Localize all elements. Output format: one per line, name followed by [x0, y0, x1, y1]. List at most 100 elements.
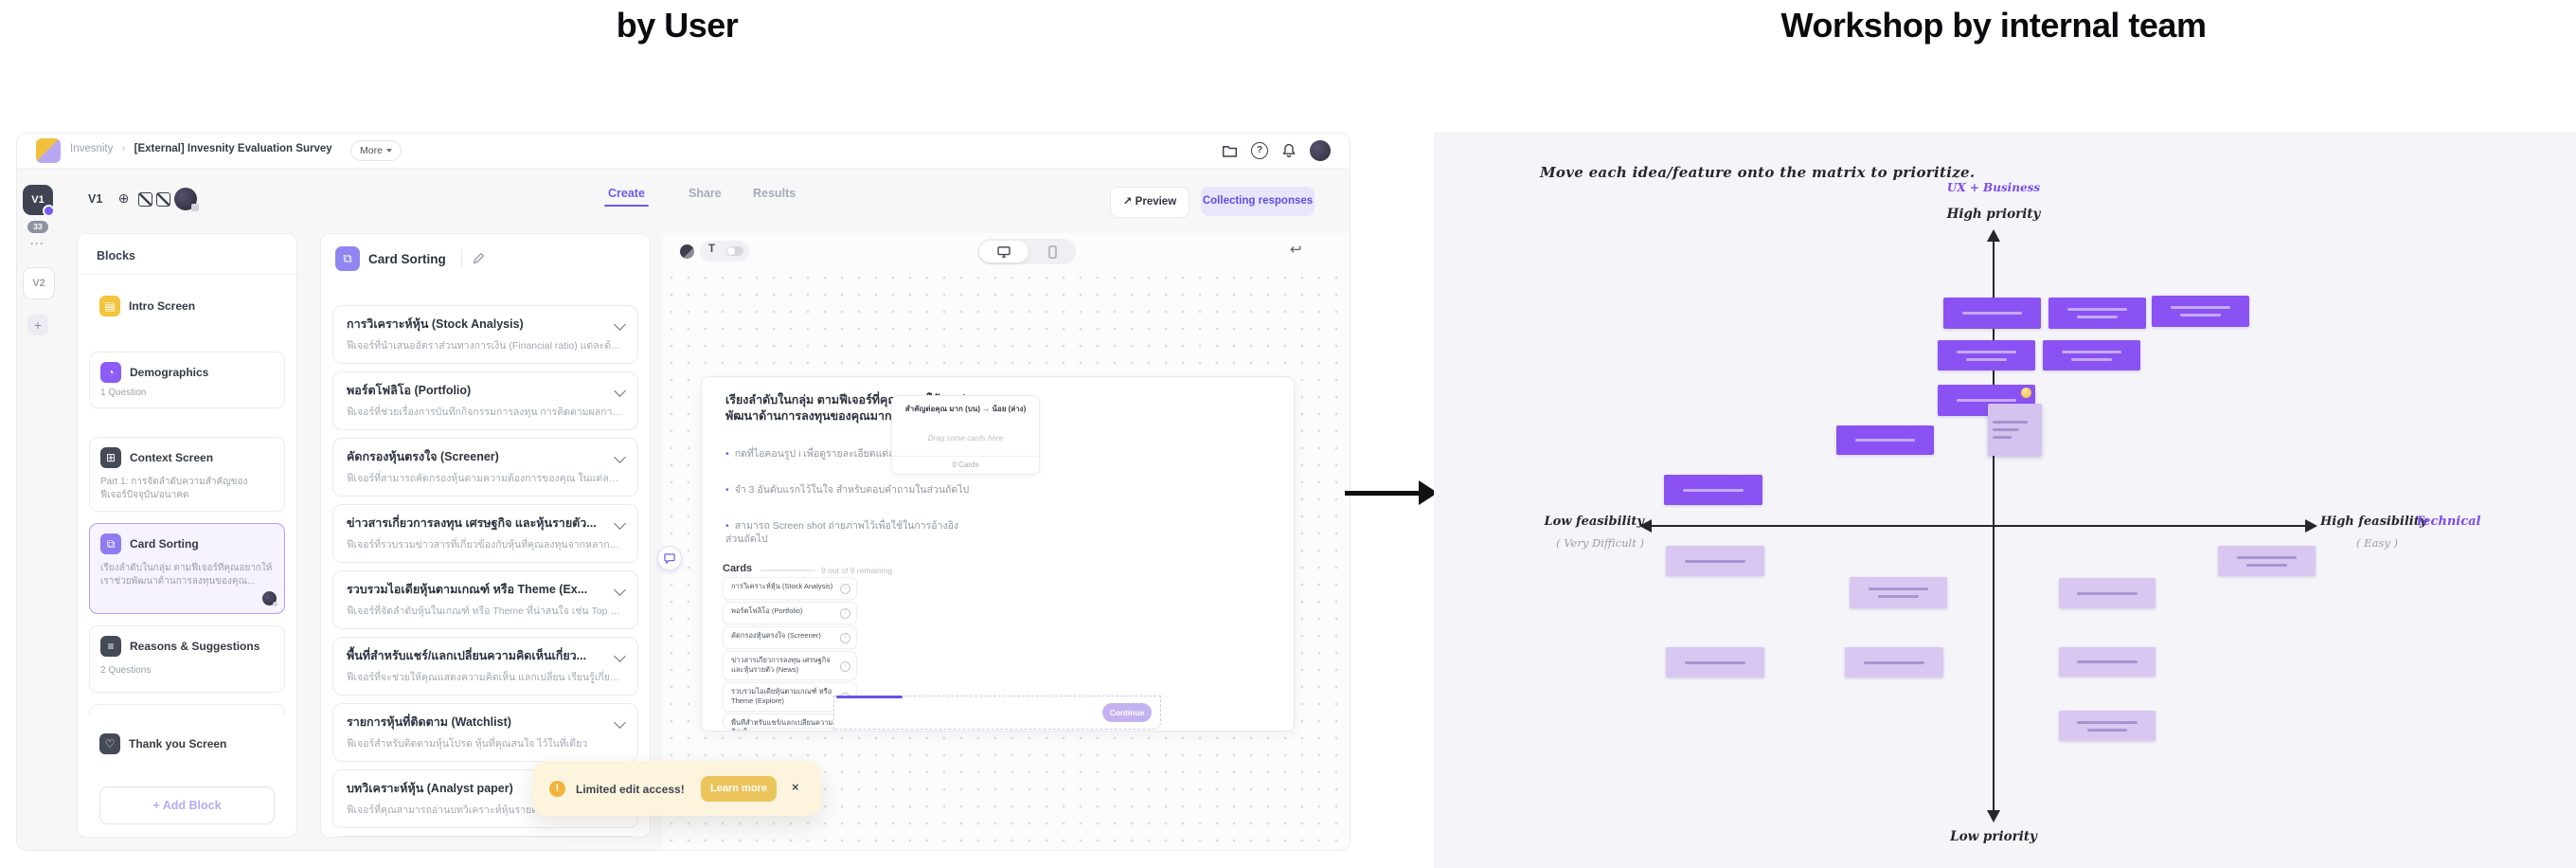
- heading-by-user: by User: [616, 6, 739, 45]
- tab-share[interactable]: Share: [689, 187, 722, 200]
- arrowhead-left: [1639, 519, 1652, 533]
- block-label: Intro Screen: [129, 299, 196, 313]
- sort-card-partial[interactable]: [332, 836, 638, 837]
- sticky-note[interactable]: [2059, 578, 2156, 608]
- learn-more-button[interactable]: Learn more: [701, 776, 777, 802]
- block-label: Reasons & Suggestions: [130, 640, 260, 653]
- version-v2-tile[interactable]: V2: [23, 267, 55, 299]
- sticky-note[interactable]: [1666, 647, 1764, 678]
- sticky-note[interactable]: [1845, 647, 1943, 678]
- draggable-card-label: คัดกรองหุ้นตรงใจ (Screener): [731, 631, 821, 640]
- sort-card[interactable]: การวิเคราะห์หุ้น (Stock Analysis)ฟีเจอร์…: [332, 305, 638, 364]
- cards-remaining-count: 9 out of 9 remaining: [821, 566, 893, 575]
- block-reasons-suggestions[interactable]: ≡ Reasons & Suggestions 2 Questions: [89, 625, 285, 693]
- sort-card[interactable]: ข่าวสารเกี่ยวการลงทุน เศรษฐกิจ และหุ้นรา…: [332, 504, 638, 563]
- chevron-down-icon[interactable]: [614, 385, 626, 397]
- sort-card[interactable]: รวบรวมไอเดียหุ้นตามเกณฑ์ หรือ Theme (Ex.…: [332, 570, 638, 629]
- sticky-note[interactable]: [2152, 296, 2249, 327]
- desktop-icon[interactable]: [979, 241, 1029, 262]
- info-icon[interactable]: i: [840, 660, 850, 672]
- draggable-card[interactable]: คัดกรองหุ้นตรงใจ (Screener) i: [723, 626, 857, 649]
- image-off-icon[interactable]: [138, 192, 152, 207]
- sort-card[interactable]: พื้นที่สำหรับแชร์/แลกเปลี่ยนความคิดเห็นเ…: [332, 637, 638, 696]
- preview-button[interactable]: ↗ Preview: [1110, 187, 1190, 218]
- sticky-note[interactable]: [1664, 475, 1762, 505]
- version-rail: V1 33 ··· V2 +: [23, 185, 64, 335]
- mobile-icon[interactable]: [1029, 239, 1076, 264]
- close-icon[interactable]: ×: [792, 780, 799, 794]
- lightbulb-icon: [2021, 388, 2031, 398]
- sticky-note[interactable]: [2059, 711, 2156, 741]
- tab-create[interactable]: Create: [604, 187, 649, 207]
- toggle-switch[interactable]: [726, 246, 743, 256]
- collaborator-avatar[interactable]: [174, 188, 199, 211]
- ranking-dropzone[interactable]: สำคัญต่อคุณ มาก (บน) → น้อย (ล่าง) Drag …: [891, 395, 1040, 475]
- chevron-down-icon[interactable]: [614, 517, 626, 530]
- device-toggle[interactable]: [977, 239, 1076, 264]
- continue-button[interactable]: Continue: [1102, 703, 1152, 722]
- card-title: การวิเคราะห์หุ้น (Stock Analysis): [347, 317, 524, 331]
- user-avatar[interactable]: [1310, 140, 1331, 161]
- preview-bullet: สามารถ Screen shot ถ่ายภาพไว้เพื่อใช้ในก…: [725, 519, 974, 546]
- add-block-button[interactable]: + Add Block: [99, 787, 275, 824]
- chevron-down-icon[interactable]: [614, 716, 626, 729]
- sticky-note[interactable]: [1666, 546, 1764, 576]
- globe-icon[interactable]: ⊕: [117, 190, 130, 206]
- sticky-note[interactable]: [2059, 647, 2156, 677]
- block-intro-screen[interactable]: ▤ Intro Screen: [89, 286, 283, 326]
- theme-icon[interactable]: [680, 244, 694, 259]
- sticky-note[interactable]: [1938, 340, 2035, 371]
- version-v1-tile[interactable]: V1: [23, 185, 55, 217]
- tab-results[interactable]: Results: [753, 187, 796, 200]
- app-logo[interactable]: [36, 138, 61, 163]
- bell-icon[interactable]: [1281, 143, 1297, 158]
- card-desc: ฟีเจอร์ที่สามารถคัดกรองหุ้นตามความต้องกา…: [347, 473, 623, 484]
- breadcrumb-document[interactable]: [External] Invesnity Evaluation Survey: [134, 143, 332, 154]
- sticky-note[interactable]: [1850, 577, 1947, 608]
- comment-bubble-button[interactable]: [657, 546, 682, 570]
- folder-icon[interactable]: [1222, 144, 1238, 158]
- block-context-screen[interactable]: ⊞ Context Screen Part 1: การจัดลำดับความ…: [89, 437, 285, 512]
- sticky-note[interactable]: [1836, 425, 1934, 455]
- block-card-sorting[interactable]: ⧉ Card Sorting เรียงลำดับในกลุ่ม ตามฟีเจ…: [89, 523, 285, 614]
- info-icon[interactable]: i: [840, 608, 850, 619]
- card-title: พื้นที่สำหรับแชร์/แลกเปลี่ยนความคิดเห็นเ…: [347, 649, 587, 662]
- sticky-note[interactable]: [1943, 298, 2041, 329]
- chevron-down-icon[interactable]: [614, 584, 626, 596]
- more-button[interactable]: More: [350, 140, 402, 161]
- draggable-card[interactable]: ข่าวสารเกี่ยวการลงทุน เศรษฐกิจ และหุ้นรา…: [723, 651, 857, 680]
- sort-card[interactable]: คัดกรองหุ้นตรงใจ (Screener)ฟีเจอร์ที่สาม…: [332, 438, 638, 497]
- sort-card[interactable]: พอร์ตโฟลิโอ (Portfolio)ฟีเจอร์ที่ช่วยเรื…: [332, 371, 638, 430]
- sticky-note[interactable]: [1988, 404, 2042, 456]
- info-icon[interactable]: i: [840, 584, 850, 594]
- sort-card[interactable]: รายการหุ้นที่ติดตาม (Watchlist)ฟีเจอร์สำ…: [332, 703, 638, 762]
- draggable-card[interactable]: พื้นที่สำหรับแชร์/แลกเปลี่ยนความคิดเห็..…: [723, 714, 857, 731]
- label-technical: Technical: [2415, 515, 2481, 529]
- card-desc: ฟีเจอร์ที่รวบรวมข่าวสารที่เกี่ยวข้องกับห…: [347, 539, 623, 551]
- block-thank-you-screen[interactable]: ♡ Thank you Screen: [89, 724, 283, 765]
- collecting-responses-button[interactable]: Collecting responses: [1201, 187, 1315, 216]
- sticky-note[interactable]: [2043, 340, 2140, 371]
- undo-icon[interactable]: ↩: [1290, 242, 1302, 258]
- chat-icon: [664, 552, 675, 564]
- draggable-card[interactable]: การวิเคราะห์หุ้น (Stock Analysis)i: [723, 577, 857, 600]
- sticky-note[interactable]: [2218, 546, 2316, 576]
- block-demographics[interactable]: ◔ Demographics 1 Question: [89, 352, 285, 408]
- chevron-down-icon[interactable]: [614, 451, 626, 463]
- more-label: More: [360, 145, 383, 156]
- chevron-down-icon[interactable]: [614, 318, 626, 331]
- help-icon[interactable]: ?: [1251, 142, 1268, 159]
- draggable-card-label: พื้นที่สำหรับแชร์/แลกเปลี่ยนความคิดเห็..…: [731, 718, 833, 731]
- text-toggle[interactable]: T: [700, 241, 749, 262]
- block-partial[interactable]: [89, 704, 285, 714]
- sticky-note[interactable]: [2048, 298, 2146, 329]
- edit-pencil-icon[interactable]: [473, 252, 485, 267]
- breadcrumb-workspace[interactable]: Invesnity: [70, 143, 114, 154]
- text-off-icon[interactable]: [156, 192, 170, 207]
- chevron-down-icon[interactable]: [614, 650, 626, 662]
- draggable-card[interactable]: พอร์ตโฟลิโอ (Portfolio)i: [723, 602, 857, 624]
- divider: [78, 274, 296, 275]
- rail-more-icon[interactable]: ···: [30, 237, 45, 250]
- add-version-button[interactable]: +: [27, 315, 48, 335]
- info-icon[interactable]: i: [840, 633, 850, 643]
